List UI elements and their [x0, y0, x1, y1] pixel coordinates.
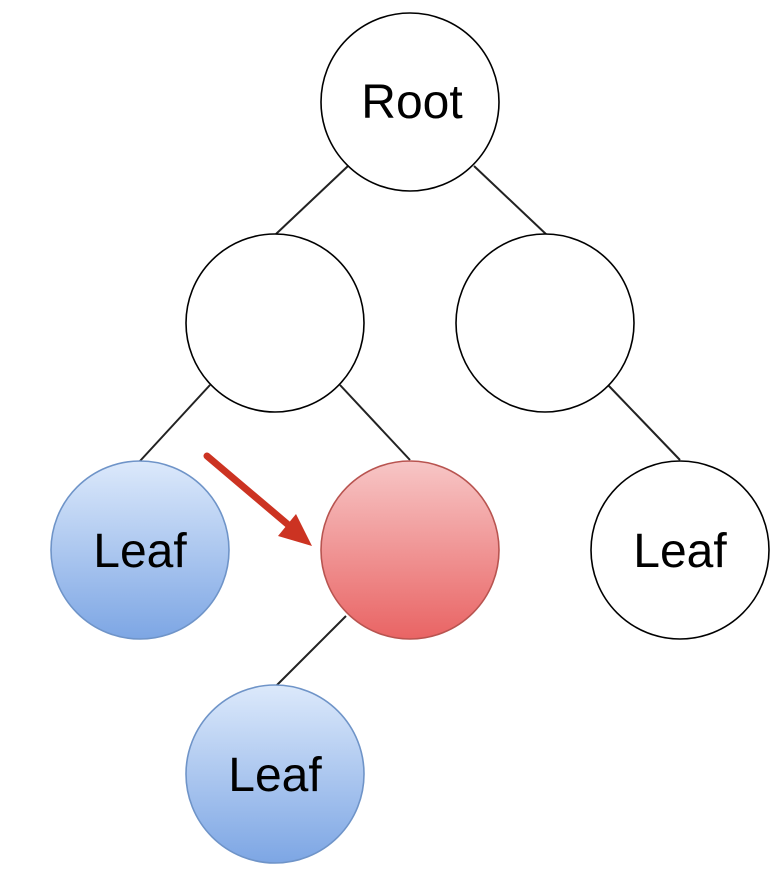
- node-leaf-right-circle: [590, 460, 770, 640]
- node-leaf-right-label: Leaf: [633, 525, 727, 578]
- pointer-arrow-icon: [203, 452, 312, 546]
- node-root-label: Root: [361, 76, 462, 129]
- node-middle-circle: [320, 460, 500, 640]
- node-leaf-left-circle: [50, 460, 230, 640]
- node-root-circle: [320, 12, 500, 192]
- edge-middle-leaf-bottom: [275, 615, 347, 687]
- edge-right-leaf-right: [607, 384, 681, 461]
- node-leaf-bottom-circle: [185, 684, 365, 864]
- edge-root-left: [275, 165, 349, 235]
- node-right: [455, 233, 635, 413]
- node-middle-highlighted: [320, 460, 500, 640]
- node-leaf-bottom-label: Leaf: [228, 749, 322, 802]
- node-right-circle: [455, 233, 635, 413]
- edge-left-middle: [339, 384, 411, 461]
- node-leaf-bottom: Leaf: [185, 684, 365, 864]
- edge-left-leaf-left: [139, 384, 211, 462]
- node-leaf-left-label: Leaf: [93, 525, 187, 578]
- pointer-arrow-shaft: [203, 452, 296, 532]
- pointer-arrow-head: [278, 514, 312, 546]
- node-root: Root: [320, 12, 500, 192]
- tree-edges: [139, 165, 681, 687]
- node-left: [185, 233, 365, 413]
- node-leaf-left: Leaf: [50, 460, 230, 640]
- node-leaf-right: Leaf: [590, 460, 770, 640]
- node-left-circle: [185, 233, 365, 413]
- edge-root-right: [473, 165, 549, 237]
